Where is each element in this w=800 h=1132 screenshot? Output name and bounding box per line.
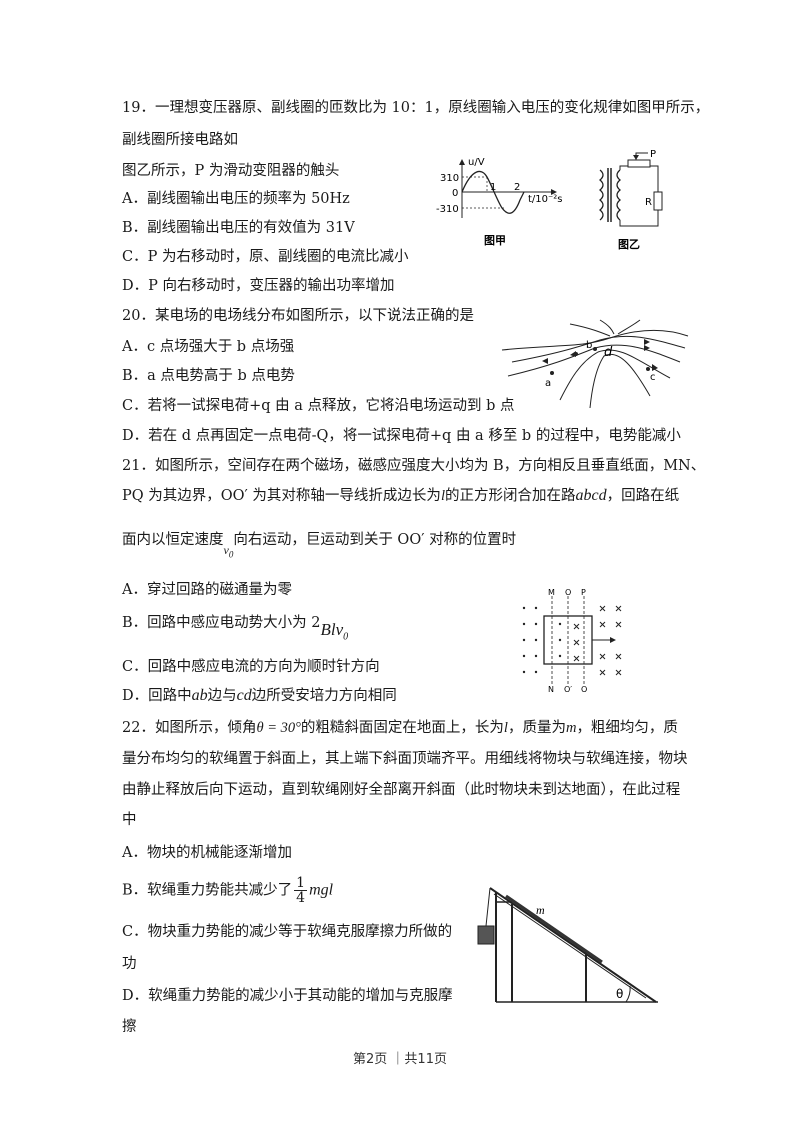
q20-option-b: B．a 点电势高于 b 点电势 bbox=[122, 368, 295, 384]
q21-stem-line3-part1: 面内以恒定速度 bbox=[122, 532, 224, 548]
incline-label-m: m bbox=[536, 903, 545, 917]
q21-option-d-part1: D．回路中 bbox=[122, 688, 192, 704]
q21-option-c: C．回路中感应电流的方向为顺时针方向 bbox=[122, 659, 380, 675]
q22-var-l: l bbox=[503, 720, 508, 736]
q19-stem-line2: 副线圈所接电路如 bbox=[122, 132, 238, 148]
graph-y-axis-label: u/V bbox=[468, 157, 485, 168]
q22-var-theta: θ = 30° bbox=[256, 720, 301, 736]
q22-stem-line1: 22．如图所示，倾角θ = 30°的粗糙斜面固定在地面上，长为l，质量为m，粗细… bbox=[122, 718, 678, 738]
fraction-denominator: 4 bbox=[296, 890, 306, 906]
q22-stem-line3: 由静止释放后向下运动，直到软绳刚好全部离开斜面（此时物块未到达地面），在此过程 bbox=[122, 782, 681, 798]
q22-stem-line1-part2: 的粗糙斜面固定在地面上，长为 bbox=[300, 720, 504, 736]
graph-x-tick-2: 2 bbox=[514, 182, 520, 193]
q22-stem-line1-part1: 22．如图所示，倾角 bbox=[122, 720, 257, 736]
q19-figure-circuit: P R 图乙 bbox=[588, 148, 680, 252]
boundary-label-p: P bbox=[581, 588, 586, 597]
q21-option-b-formula-sub: 0 bbox=[343, 631, 349, 643]
q19-figure-voltage-graph: u/V 310 0 -310 1 2 t/10⁻²s 图甲 bbox=[432, 156, 563, 247]
boundary-label-m: M bbox=[548, 588, 555, 597]
q21-option-b-text: B．回路中感应电动势大小为 2 bbox=[122, 615, 321, 631]
q22-stem-line1-part3: ，质量为 bbox=[507, 720, 566, 736]
q22-option-d-line1: D．软绳重力势能的减少小于其动能的增加与克服摩 bbox=[122, 988, 453, 1004]
page-footer: 第2页 ｜共11页 bbox=[353, 1052, 447, 1067]
q19-option-d: D．P 向右移动时，变压器的输出功率增加 bbox=[122, 278, 395, 294]
figure-caption-yi: 图乙 bbox=[618, 238, 640, 251]
q21-var-l: l bbox=[440, 488, 445, 504]
figure-caption-jia: 图甲 bbox=[484, 234, 506, 246]
q21-option-b-formula-base: Blv bbox=[320, 620, 344, 639]
q21-stem-line3-part2: 向右运动，巨运动到关于 OO′ 对称的位置时 bbox=[233, 532, 517, 548]
field-point-c: c bbox=[650, 372, 656, 383]
field-point-d: d bbox=[604, 345, 613, 360]
field-point-b: b bbox=[586, 340, 592, 351]
q21-var-v-sub: 0 bbox=[228, 549, 234, 560]
q21-option-b: B．回路中感应电动势大小为 2Blv0 bbox=[122, 612, 349, 643]
q21-option-a: A．穿过回路的磁通量为零 bbox=[122, 582, 292, 598]
q22-option-c-line2: 功 bbox=[122, 956, 137, 972]
q21-stem-line1: 21．如图所示，空间存在两个磁场，磁感应强度大小均为 B，方向相反且垂直纸面，M… bbox=[122, 458, 706, 474]
q21-var-v: v0 bbox=[223, 543, 234, 560]
q21-stem-line2: PQ 为其边界，OO′ 为其对称轴一导线折成边长为l的正方形闭合加在路abcd，… bbox=[122, 486, 679, 506]
q21-option-d-part2: 边与 bbox=[207, 688, 237, 704]
q20-option-a: A．c 点场强大于 b 点场强 bbox=[122, 339, 295, 355]
axis-label-o: O bbox=[565, 588, 571, 597]
q22-stem-line1-part4: ，粗细均匀，质 bbox=[576, 720, 678, 736]
q22-stem-line2: 量分布均匀的软绳置于斜面上，其上端下斜面顶端齐平。用细线将物块与软绳连接，物块 bbox=[122, 751, 688, 767]
q22-option-b-formula: mgl bbox=[309, 881, 334, 899]
q22-stem-line4: 中 bbox=[122, 812, 137, 828]
q21-stem-line2-part1: PQ 为其边界，OO′ 为其对称轴一导线折成边长为 bbox=[122, 488, 441, 504]
q19-stem-line1: 19．一理想变压器原、副线圈的匝数比为 10：1，原线圈输入电压的变化规律如图甲… bbox=[122, 100, 710, 116]
field-point-a: a bbox=[545, 378, 551, 389]
graph-y-bottom-label: -310 bbox=[436, 204, 459, 215]
q22-figure-incline: m θ bbox=[476, 884, 660, 1008]
q22-var-m: m bbox=[565, 720, 577, 736]
q20-figure-field-lines: b a d c bbox=[500, 318, 690, 410]
q21-var-abcd: abcd bbox=[575, 487, 607, 504]
circuit-p-label: P bbox=[650, 149, 656, 160]
q21-stem-line2-part2: 的正方形闭合加在路 bbox=[444, 488, 576, 504]
q21-stem-line3: 面内以恒定速度v0向右运动，巨运动到关于 OO′ 对称的位置时 bbox=[122, 530, 517, 560]
boundary-label-q: Q bbox=[581, 685, 587, 692]
q19-option-c: C．P 为右移动时，原、副线圈的电流比减小 bbox=[122, 249, 409, 265]
q20-option-c: C．若将一试探电荷+q 由 a 点释放，它将沿电场运动到 b 点 bbox=[122, 398, 515, 414]
q22-option-d-line2: 擦 bbox=[122, 1019, 137, 1035]
graph-y-top-label: 310 bbox=[440, 173, 459, 184]
q19-option-a: A．副线圈输出电压的频率为 50Hz bbox=[122, 191, 350, 207]
q19-option-b: B．副线圈输出电压的有效值为 31V bbox=[122, 220, 355, 236]
q21-var-v-base: v bbox=[223, 543, 229, 557]
graph-x-tick-1: 1 bbox=[490, 182, 496, 193]
q21-figure-magnetic-field: M O P N O′ Q bbox=[516, 588, 634, 694]
q21-var-cd: cd bbox=[236, 687, 252, 704]
fraction-numerator: 1 bbox=[294, 875, 308, 891]
q21-option-b-formula: Blv0 bbox=[320, 620, 349, 643]
q22-option-c-line1: C．物块重力势能的减少等于软绳克服摩擦力所做的 bbox=[122, 924, 453, 940]
q20-stem: 20．某电场的电场线分布如图所示，以下说法正确的是 bbox=[122, 308, 474, 324]
q21-option-d-part3: 边所受安培力方向相同 bbox=[251, 688, 397, 704]
q21-stem-line2-part3: ，回路在纸 bbox=[606, 488, 680, 504]
incline-label-theta: θ bbox=[616, 987, 623, 1001]
axis-label-o-prime: O′ bbox=[564, 685, 572, 692]
q21-var-ab: ab bbox=[191, 687, 208, 704]
q22-option-b-text: B．软绳重力势能共减少了 bbox=[122, 882, 293, 899]
q20-option-d: D．若在 d 点再固定一点电荷-Q，将一试探电荷+q 由 a 移至 b 的过程中… bbox=[122, 428, 681, 444]
q19-stem-line3: 图乙所示，P 为滑动变阻器的触头 bbox=[122, 163, 340, 179]
graph-y-zero-label: 0 bbox=[452, 188, 458, 199]
boundary-label-n: N bbox=[548, 685, 554, 692]
circuit-r-label: R bbox=[645, 197, 652, 208]
graph-x-axis-label: t/10⁻²s bbox=[528, 194, 562, 205]
q21-option-d: D．回路中ab边与cd边所受安培力方向相同 bbox=[122, 686, 397, 706]
q22-option-a: A．物块的机械能逐渐增加 bbox=[122, 845, 292, 861]
